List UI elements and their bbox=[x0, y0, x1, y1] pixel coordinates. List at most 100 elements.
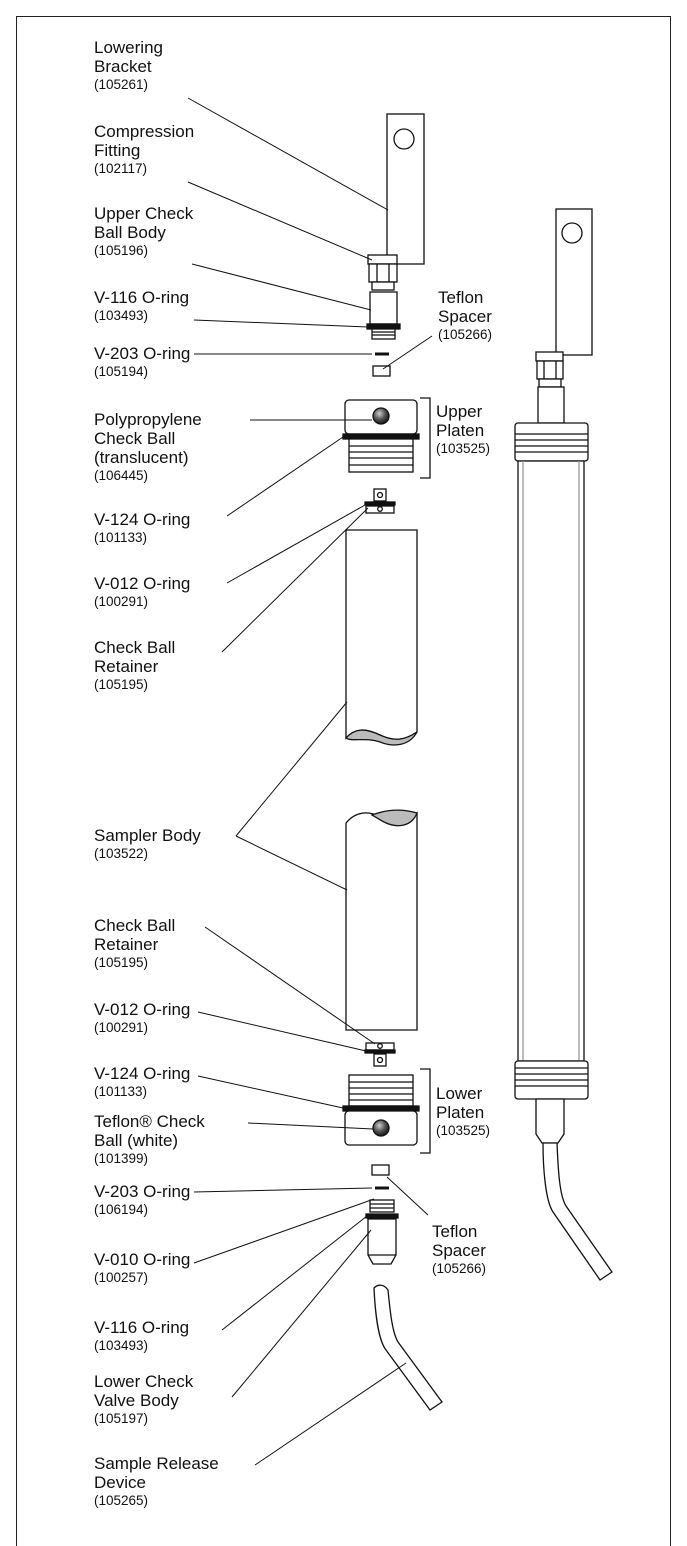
label-name: Upper Check bbox=[94, 204, 194, 223]
label-name: (translucent) bbox=[94, 448, 189, 467]
part-number: (105195) bbox=[94, 955, 149, 970]
label-lower-platen: Lower Platen (103525) bbox=[436, 1084, 490, 1140]
label-v124-upper: V-124 O-ring (101133) bbox=[94, 510, 190, 547]
label-lower-check-valve-body: Lower Check Valve Body (105197) bbox=[94, 1372, 193, 1428]
label-lowering-bracket: Lowering Bracket (105261) bbox=[94, 38, 163, 94]
label-name: Bracket bbox=[94, 57, 152, 76]
label-name: Fitting bbox=[94, 141, 141, 160]
part-number: (103493) bbox=[94, 1338, 149, 1353]
part-number: (103525) bbox=[436, 441, 491, 456]
lower-platen-part bbox=[342, 1074, 420, 1146]
label-name: Upper bbox=[436, 402, 483, 421]
label-teflon-spacer-upper: Teflon Spacer (105266) bbox=[438, 288, 492, 344]
label-name: V-116 O-ring bbox=[94, 1318, 190, 1337]
compression-fitting-part bbox=[367, 254, 398, 291]
teflon-spacer-lower-part bbox=[371, 1164, 390, 1176]
part-number: (106194) bbox=[94, 1202, 149, 1217]
label-name: Teflon bbox=[438, 288, 484, 307]
label-name: Retainer bbox=[94, 935, 159, 954]
sampler-body-lower-part bbox=[345, 809, 418, 1031]
label-v124-lower: V-124 O-ring (101133) bbox=[94, 1064, 190, 1101]
part-number: (101399) bbox=[94, 1151, 149, 1166]
leader-lines bbox=[187, 97, 433, 1466]
part-number: (105194) bbox=[94, 364, 149, 379]
part-number: (105261) bbox=[94, 77, 149, 92]
upper-retainer-part bbox=[364, 488, 396, 514]
label-v203-upper: V-203 O-ring (105194) bbox=[94, 344, 190, 381]
part-number: (103525) bbox=[436, 1123, 491, 1138]
label-teflon-spacer-lower: Teflon Spacer (105266) bbox=[432, 1222, 486, 1278]
label-name: V-012 O-ring bbox=[94, 574, 191, 593]
label-name: Ball Body bbox=[94, 223, 166, 242]
part-number: (105266) bbox=[432, 1261, 487, 1276]
label-name: Ball (white) bbox=[94, 1131, 179, 1150]
label-name: V-012 O-ring bbox=[94, 1000, 191, 1019]
label-check-ball-retainer-upper: Check Ball Retainer (105195) bbox=[94, 638, 175, 694]
label-name: V-124 O-ring bbox=[94, 510, 191, 529]
label-name: Device bbox=[94, 1473, 146, 1492]
lower-retainer-part bbox=[364, 1042, 396, 1067]
part-number: (100291) bbox=[94, 1020, 149, 1035]
part-number: (100291) bbox=[94, 594, 149, 609]
part-number: (105265) bbox=[94, 1493, 149, 1508]
lowering-bracket-part bbox=[386, 113, 425, 265]
label-compression-fitting: Compression Fitting (102117) bbox=[94, 122, 194, 178]
label-name: Polypropylene bbox=[94, 410, 202, 429]
label-v203-lower: V-203 O-ring (106194) bbox=[94, 1182, 190, 1219]
upper-platen-part bbox=[342, 399, 420, 473]
label-name: Valve Body bbox=[94, 1391, 179, 1410]
sample-release-device-part bbox=[373, 1284, 443, 1411]
label-v012-upper: V-012 O-ring (100291) bbox=[94, 574, 190, 611]
upper-check-ball-body-part bbox=[366, 291, 401, 340]
label-name: Sample Release bbox=[94, 1454, 219, 1473]
part-number: (101133) bbox=[94, 1084, 148, 1099]
part-number: (106445) bbox=[94, 468, 149, 483]
teflon-spacer-upper-part bbox=[372, 365, 391, 377]
part-number: (103493) bbox=[94, 308, 149, 323]
label-teflon-check-ball: Teflon® Check Ball (white) (101399) bbox=[94, 1112, 205, 1168]
label-check-ball-retainer-lower: Check Ball Retainer (105195) bbox=[94, 916, 175, 972]
label-name: Check Ball bbox=[94, 429, 176, 448]
part-number: (100257) bbox=[94, 1270, 149, 1285]
label-name: Teflon® Check bbox=[94, 1112, 205, 1131]
label-name: Lower bbox=[436, 1084, 483, 1103]
label-name: Teflon bbox=[432, 1222, 478, 1241]
label-name: Spacer bbox=[438, 307, 492, 326]
lower-platen-bracket bbox=[420, 1068, 431, 1154]
lower-check-valve-body-part bbox=[365, 1199, 399, 1265]
label-v010: V-010 O-ring (100257) bbox=[94, 1250, 190, 1287]
label-name: Lower Check bbox=[94, 1372, 194, 1391]
label-sample-release-device: Sample Release Device (105265) bbox=[94, 1454, 219, 1510]
label-name: Platen bbox=[436, 1103, 485, 1122]
diagram-frame bbox=[16, 16, 671, 1546]
part-number: (101133) bbox=[94, 530, 148, 545]
part-number: (105195) bbox=[94, 677, 149, 692]
label-name: Sampler Body bbox=[94, 826, 201, 845]
label-name: V-203 O-ring bbox=[94, 1182, 191, 1201]
label-name: V-124 O-ring bbox=[94, 1064, 191, 1083]
label-v012-lower: V-012 O-ring (100291) bbox=[94, 1000, 190, 1037]
part-number: (103522) bbox=[94, 846, 149, 861]
upper-platen-bracket bbox=[420, 397, 431, 479]
label-v116-upper: V-116 O-ring (103493) bbox=[94, 288, 189, 325]
label-name: Compression bbox=[94, 122, 195, 141]
part-number: (105266) bbox=[438, 327, 493, 342]
label-upper-check-ball-body: Upper Check Ball Body (105196) bbox=[94, 204, 193, 260]
label-name: Retainer bbox=[94, 657, 159, 676]
part-number: (102117) bbox=[94, 161, 148, 176]
label-name: Check Ball bbox=[94, 916, 176, 935]
label-name: Lowering bbox=[94, 38, 163, 57]
sampler-body-upper-part bbox=[345, 529, 418, 746]
assembled-sampler bbox=[514, 208, 613, 1281]
label-v116-lower: V-116 O-ring (103493) bbox=[94, 1318, 189, 1355]
label-name: V-010 O-ring bbox=[94, 1250, 191, 1269]
part-number: (105197) bbox=[94, 1411, 149, 1426]
label-name: Spacer bbox=[432, 1241, 486, 1260]
label-name: Check Ball bbox=[94, 638, 176, 657]
label-name: V-203 O-ring bbox=[94, 344, 191, 363]
label-name: V-116 O-ring bbox=[94, 288, 190, 307]
part-number: (105196) bbox=[94, 243, 149, 258]
label-upper-platen: Upper Platen (103525) bbox=[436, 402, 490, 458]
label-polypropylene-check-ball: Polypropylene Check Ball (translucent) (… bbox=[94, 410, 202, 485]
